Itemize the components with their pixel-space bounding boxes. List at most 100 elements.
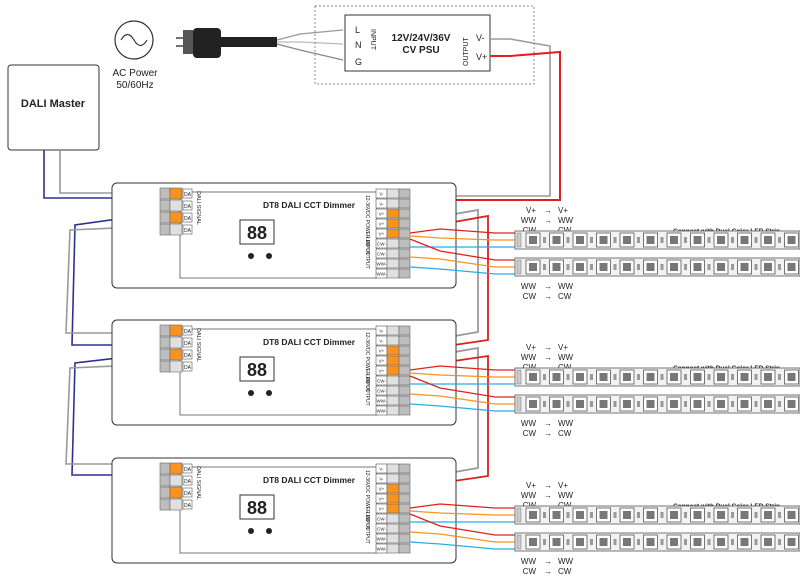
psu-pin-g: G (355, 57, 362, 67)
map-from-label: V+ (526, 481, 536, 490)
arrow-icon: → (544, 419, 552, 428)
map-to-label: CW (558, 226, 572, 235)
led-chip-icon (572, 232, 588, 248)
terminal-pin-label: V- (379, 192, 384, 197)
map-from-label: CW (523, 567, 537, 576)
terminal-pin-label: WW- (377, 399, 387, 404)
map-from-label: V+ (526, 343, 536, 352)
led-chip-icon (596, 369, 611, 385)
led-chip-icon (760, 396, 776, 412)
led-chip-icon (619, 396, 635, 412)
terminal-pin-label: V+ (379, 212, 385, 217)
led-chip-icon (572, 369, 588, 385)
arrow-icon: → (544, 353, 552, 362)
led-chip-icon (760, 369, 776, 385)
led-chip-icon (713, 232, 729, 248)
led-chip-icon (784, 259, 799, 275)
dali-pin-label: DA (184, 503, 192, 509)
terminal-pin-label: CW- (377, 379, 386, 384)
led-chip-icon (690, 507, 705, 523)
map-from-label: WW (521, 491, 537, 500)
terminal-pin-label: V+ (379, 507, 385, 512)
terminal-pin-label: V+ (379, 497, 385, 502)
led-chip-icon (760, 259, 776, 275)
terminal-pin-label: V+ (379, 232, 385, 237)
led-output-wires (409, 503, 517, 550)
terminal-pin-label: V+ (379, 349, 385, 354)
led-chip-icon (760, 507, 776, 523)
dali-pin-label: DA (184, 365, 192, 371)
led-chip-icon (666, 534, 682, 550)
dali-pin-label: DA (184, 228, 192, 234)
led-chip-icon (666, 507, 682, 523)
dali-signal-label: DALI SIGNAL (195, 466, 201, 500)
terminal-pin-label: V- (379, 477, 384, 482)
led-strip (514, 394, 800, 414)
arrow-icon: → (544, 226, 552, 235)
led-chip-icon (619, 259, 635, 275)
terminal-pin-label: CW- (377, 252, 386, 257)
led-chip-icon (525, 369, 541, 385)
map-to-label: WW (558, 491, 574, 500)
ac-frequency-label: 50/60Hz (116, 80, 153, 91)
arrow-icon: → (544, 501, 552, 510)
led-chip-icon (690, 232, 705, 248)
map-from-label: CW (523, 363, 537, 372)
led-chip-icon (549, 232, 564, 248)
button-icon (266, 253, 272, 259)
dali-pin-label: DA (184, 341, 192, 347)
led-output-wires (409, 228, 517, 275)
dali-pin-label: DA (184, 353, 192, 359)
led-chip-icon (690, 396, 705, 412)
power-plug (176, 28, 277, 58)
map-to-label: WW (558, 216, 574, 225)
led-chip-icon (572, 396, 588, 412)
led-output-wires (409, 365, 517, 412)
led-chip-icon (619, 534, 635, 550)
psu-pin-n: N (355, 40, 362, 50)
button-icon (248, 390, 254, 396)
arrow-icon: → (544, 557, 552, 566)
arrow-icon: → (544, 282, 552, 291)
led-chip-icon (643, 232, 658, 248)
map-to-label: V+ (558, 481, 568, 490)
led-chip-icon (760, 534, 776, 550)
terminal-pin-label: V+ (379, 487, 385, 492)
arrow-icon: → (544, 481, 552, 490)
power-input-label: 12-36VDC POWER INPUT (364, 332, 370, 392)
dali-pin-label: DA (184, 329, 192, 335)
map-from-label: WW (521, 216, 537, 225)
led-chip-icon (666, 369, 682, 385)
map-from-label: CW (523, 226, 537, 235)
led-chip-icon (690, 369, 705, 385)
arrow-icon: → (544, 429, 552, 438)
led-chip-icon (619, 369, 635, 385)
led-chip-icon (643, 259, 658, 275)
terminal-pin-label: CW- (377, 242, 386, 247)
terminal-pin-label: WW- (377, 262, 387, 267)
led-chip-icon (549, 369, 564, 385)
led-output-label: LED OUTPUT (364, 374, 370, 406)
led-chip-icon (549, 534, 564, 550)
led-output-label: LED OUTPUT (364, 237, 370, 269)
psu-input-label: INPUT (369, 29, 376, 51)
dimmer-title: DT8 DALI CCT Dimmer (263, 337, 356, 347)
arrow-icon: → (544, 216, 552, 225)
dali-master-label: DALI Master (21, 98, 86, 110)
led-chip-icon (643, 369, 658, 385)
arrow-icon: → (544, 206, 552, 215)
arrow-icon: → (544, 567, 552, 576)
led-chip-icon (572, 534, 588, 550)
map-from-label: CW (523, 429, 537, 438)
button-icon (248, 253, 254, 259)
led-chip-icon (784, 534, 799, 550)
led-chip-icon (525, 396, 541, 412)
dali-signal-label: DALI SIGNAL (195, 191, 201, 225)
terminal-pin-label: CW- (377, 517, 386, 522)
led-chip-icon (760, 232, 776, 248)
map-to-label: CW (558, 363, 572, 372)
